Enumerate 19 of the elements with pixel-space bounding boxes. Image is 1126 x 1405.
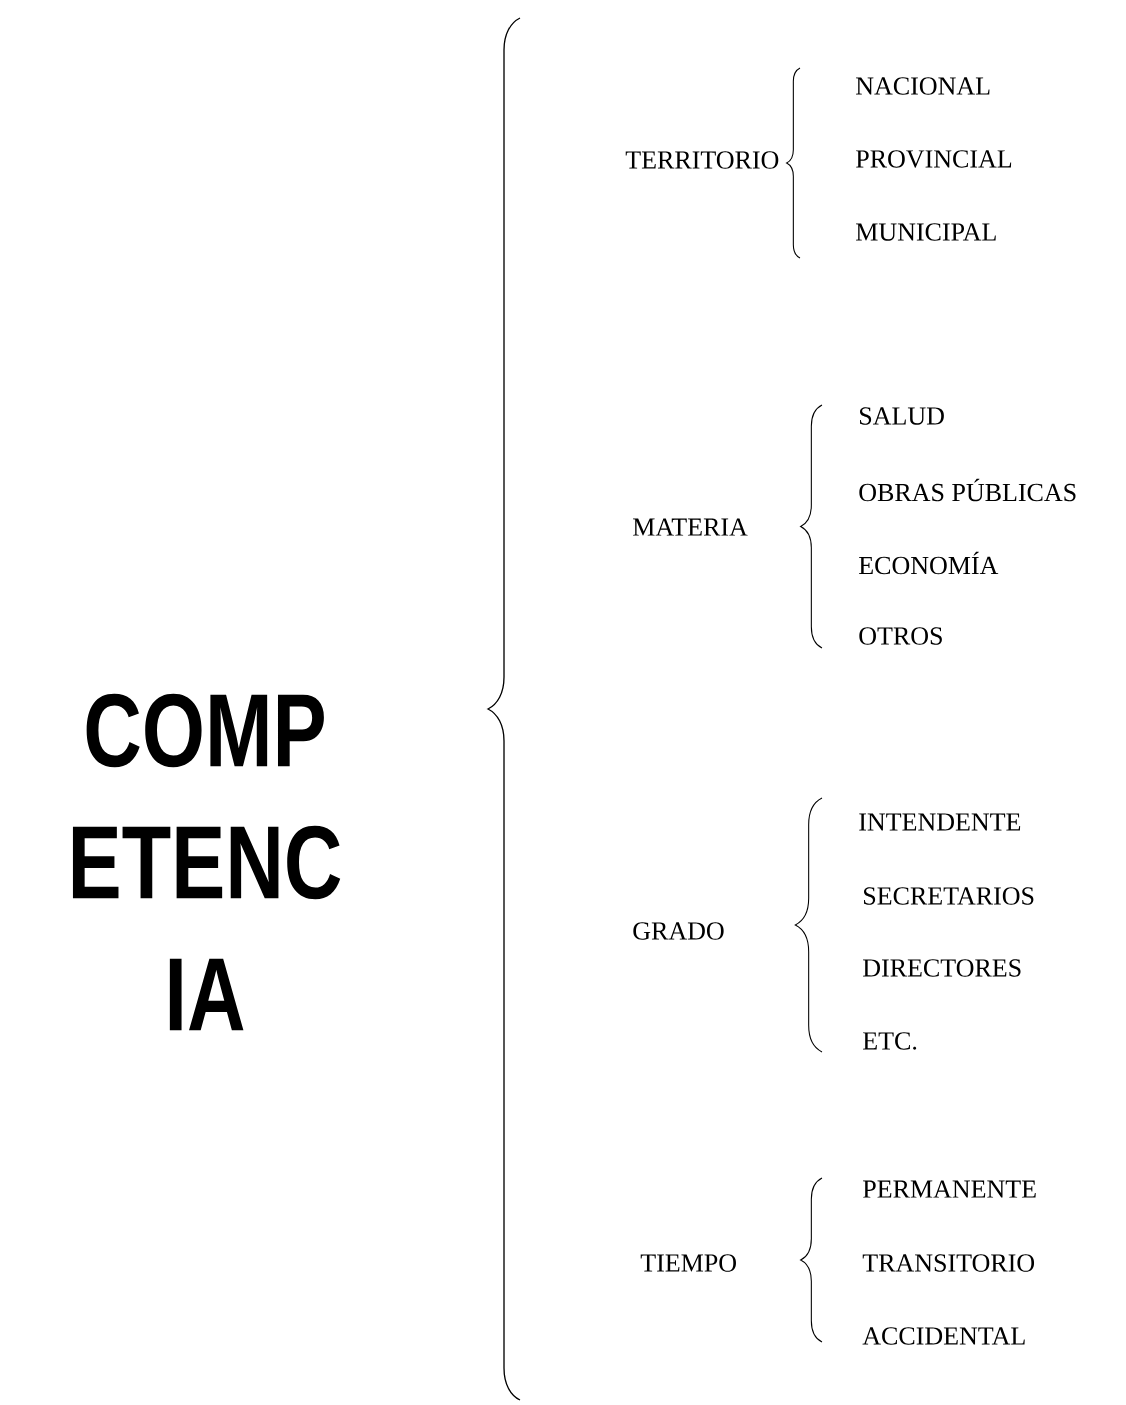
outlined-title: COMP ETENC IA: [72, 693, 341, 1031]
label: ACCIDENTAL: [862, 1327, 1025, 1345]
label: DIRECTORES: [863, 959, 1021, 977]
label: SALUD: [860, 407, 944, 425]
label: MATERIA: [633, 518, 748, 536]
label: SECRETARIOS: [864, 887, 1034, 905]
label: OBRAS PÚBLICAS: [859, 478, 1076, 502]
label: ETC.: [863, 1032, 917, 1050]
label: OTROS: [859, 627, 942, 645]
label: INTENDENTE: [859, 813, 1021, 831]
label: TRANSITORIO: [862, 1254, 1035, 1272]
label: ECONOMÍA: [859, 551, 999, 575]
label: GRADO: [633, 922, 724, 940]
label: PROVINCIAL: [856, 150, 1012, 168]
label: TIEMPO: [640, 1254, 736, 1272]
label: NACIONAL: [856, 77, 990, 95]
label: TERRITORIO: [625, 151, 779, 169]
label: PERMANENTE: [863, 1180, 1036, 1198]
label: MUNICIPAL: [856, 223, 996, 241]
